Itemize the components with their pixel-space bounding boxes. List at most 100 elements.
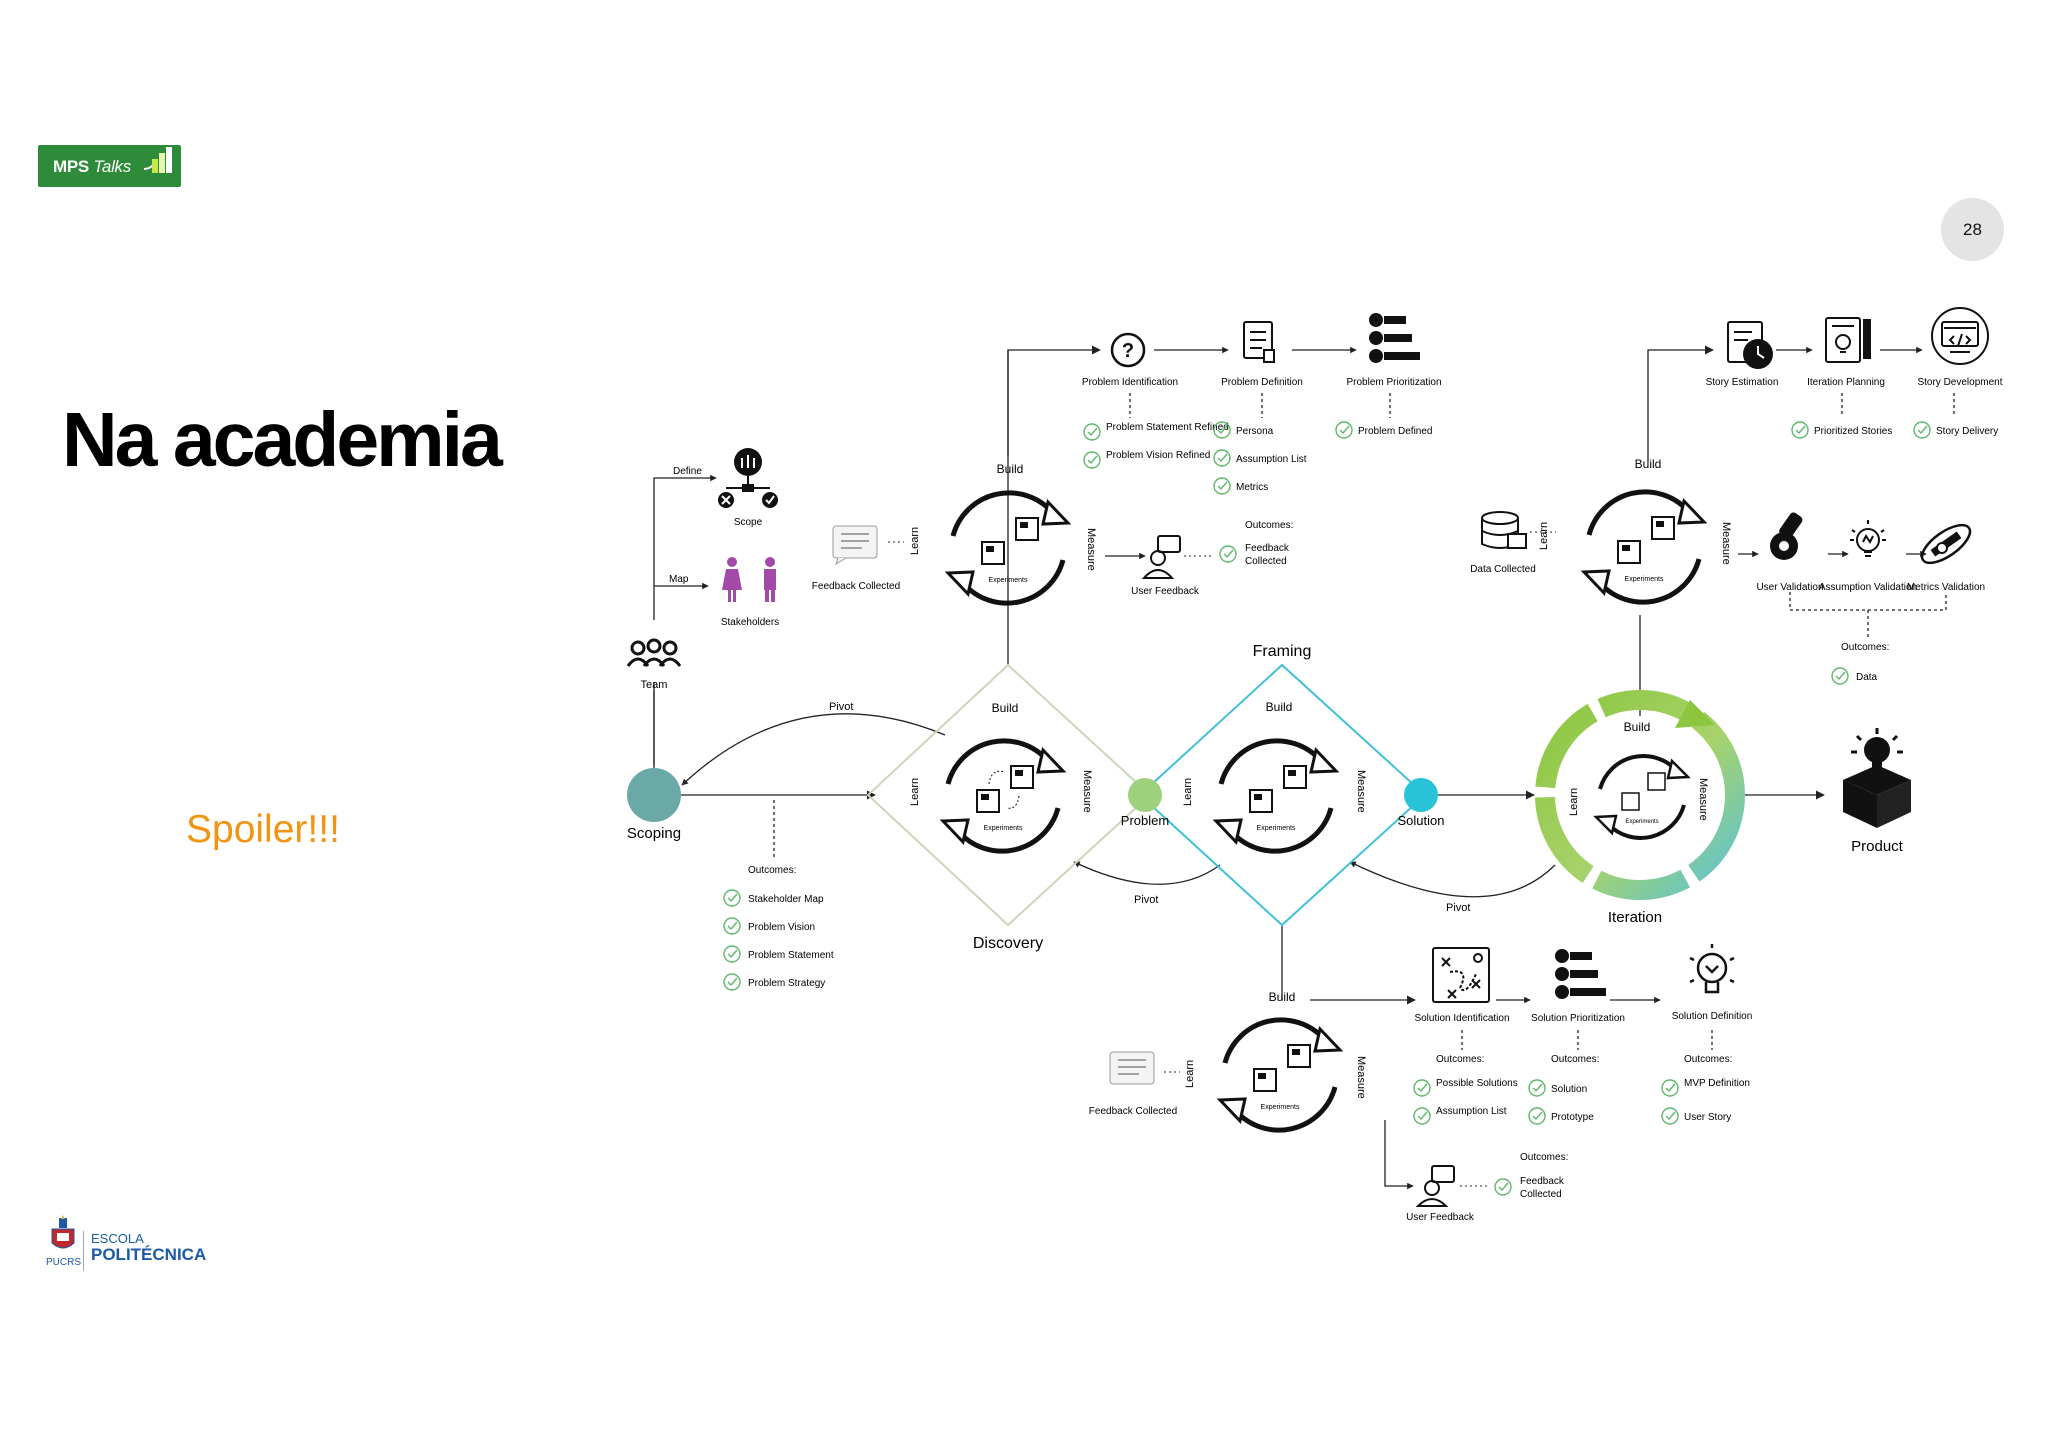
identification-outcome: Possible Solutions [1436,1078,1518,1089]
identification-outcome: Assumption List [1436,1106,1507,1117]
stakeholders-label: Stakeholders [721,617,779,628]
map-label: Map [669,574,689,585]
step-label: Problem Definition [1221,377,1303,388]
step-label: Solution Prioritization [1531,1013,1625,1024]
experiments-label: Experiments [1257,825,1296,832]
cycle-framing-center: Experiments [1212,738,1340,854]
logo-line1: ESCOLA [91,1231,144,1246]
scoping-outcome: Stakeholder Map [748,894,824,905]
step-label: Story Development [1917,377,2002,388]
logo-small-text: PUCRS [46,1257,82,1268]
check-icon [723,889,741,907]
outcomes-label: Outcomes: [748,865,796,876]
check-icon [1913,421,1931,439]
feedback-chat-icon [1109,1051,1155,1085]
step-label: Solution Definition [1672,1011,1753,1022]
prioritization-outcome: Solution [1551,1084,1587,1095]
database-icon [1481,511,1527,549]
learn-label: Learn [909,778,921,806]
step-label: Problem Identification [1082,377,1178,388]
learn-label: Learn [1568,788,1580,816]
cycle-discovery-center: Experiments [939,738,1067,854]
talks-bars-icon [143,147,172,173]
definition-outcome: MVP Definition [1684,1078,1750,1089]
check-icon [723,917,741,935]
metrics-validation-icon [1920,523,1972,565]
page-number: 28 [1963,219,1982,239]
iteration-ring [1535,690,1745,900]
check-icon [1083,423,1101,441]
user-feedback-icon [1415,1165,1455,1207]
build-label: Build [1269,990,1296,1004]
solution-label: Solution [1398,813,1445,828]
feedback-collected-label: Feedback Collected [1089,1106,1177,1117]
pivot-label-2: Pivot [1134,894,1158,906]
check-icon [723,973,741,991]
cycle-framing-bottom: Experiments [1216,1017,1344,1133]
feedback-outcome-line2: Collected [1245,556,1287,567]
prioritization-icon [1369,313,1420,363]
checklist-icon [1243,321,1275,363]
validation-label: Metrics Validation [1907,582,1985,593]
feedback-outcome-line1: Feedback [1520,1176,1565,1187]
check-icon [1831,667,1849,685]
step-label: Iteration Planning [1807,377,1885,388]
iteration-top-branch: Data Collected Story E [1470,307,2003,685]
measure-label: Measure [1081,770,1093,813]
outcomes-label: Outcomes: [1684,1054,1732,1065]
iteration-planning-icon [1825,317,1871,363]
build-label: Build [1624,720,1651,734]
pivot-label-1: Pivot [829,701,853,713]
plan-outcome: Prioritized Stories [1814,426,1892,437]
experiments-label: Experiments [1625,819,1658,825]
check-icon [1213,477,1231,495]
validation-outcome: Data [1856,672,1878,683]
page-number-badge: 28 [1941,198,2004,261]
check-icon [1413,1079,1431,1097]
framing-bottom-branch: Feedback Collected User Feedback Outcome… [1089,944,1753,1223]
user-feedback-label: User Feedback [1131,586,1200,597]
stakeholders-icon [722,557,776,602]
pivot-label-3: Pivot [1446,902,1470,914]
outcomes-label: Outcomes: [1245,520,1293,531]
scoping-outcome: Problem Statement [748,950,834,961]
build-label: Build [992,701,1019,715]
outcomes-label: Outcomes: [1551,1054,1599,1065]
story-estimation-icon [1727,321,1773,369]
iteration-label: Iteration [1608,909,1662,926]
check-icon [1083,451,1101,469]
build-label: Build [1635,457,1662,471]
feedback-collected-label: Feedback Collected [812,581,900,592]
learn-label: Learn [1538,522,1550,550]
validation-label: Assumption Validation [1819,582,1917,593]
svg-text:?: ? [1122,340,1134,362]
check-icon [1213,449,1231,467]
feedback-outcome-line1: Feedback [1245,543,1290,554]
step-label: Solution Identification [1414,1013,1509,1024]
learn-label: Learn [1184,1060,1196,1088]
team-label: Team [641,679,668,691]
define-label: Define [673,466,702,477]
discovery-label: Discovery [973,935,1043,952]
pucrs-escola-politecnica-logo: PUCRS ESCOLA POLITÉCNICA [44,1213,214,1273]
measure-label: Measure [1355,1056,1367,1099]
cycle-discovery-top: Experiments [944,490,1072,606]
definition-outcome: Persona [1236,426,1274,437]
user-validation-icon [1770,512,1803,560]
scoping-outcome: Problem Strategy [748,978,825,989]
idea-bulb-icon [1689,944,1735,994]
question-icon: ? [1110,332,1146,368]
assumption-validation-icon [1850,520,1886,557]
solution-node [1404,778,1438,812]
prioritization-outcome: Problem Defined [1358,426,1432,437]
build-label: Build [997,462,1024,476]
team-icon [626,638,682,667]
pucrs-crest-icon [51,1215,75,1249]
logo-line2: POLITÉCNICA [91,1245,207,1264]
main-flow-connectors [653,345,1825,1005]
definition-outcome: Assumption List [1236,454,1307,465]
learn-label: Learn [909,527,921,555]
cycle-iteration-top: Experiments [1580,489,1708,605]
scoping-outcome: Problem Vision [748,922,815,933]
slide-title: Na academia [62,397,503,483]
